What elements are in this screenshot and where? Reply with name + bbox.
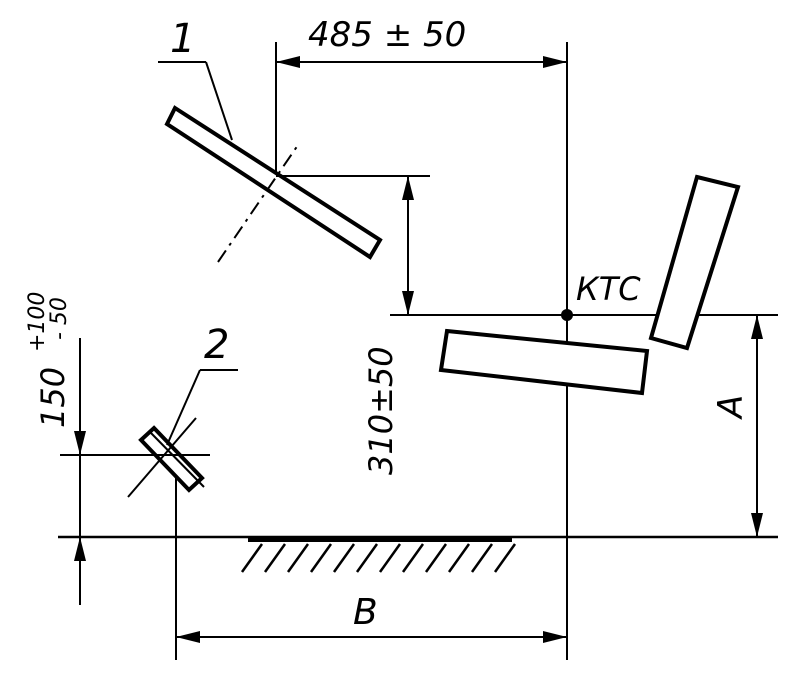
seat-cushion (438, 328, 650, 396)
dimension-a (751, 315, 763, 537)
seat-back (648, 174, 741, 351)
dimension-150-tolerance-minus: - 50 (47, 297, 72, 340)
floor-hatch (240, 538, 517, 573)
part-2 (60, 417, 210, 498)
ktc-label: КТС (576, 270, 641, 308)
part-1-label: 1 (170, 16, 195, 62)
part-1 (164, 105, 430, 263)
dimension-150-tolerance-plus: +100 (25, 292, 50, 352)
dimension-a-label: A (711, 395, 751, 420)
ktc-point (561, 309, 573, 321)
dimension-b (175, 455, 567, 660)
dimension-310 (402, 176, 414, 315)
dimension-b-label: B (353, 592, 378, 633)
part-2-label: 2 (204, 322, 229, 368)
dimension-150 (74, 338, 86, 605)
part-1-leader-diag (205, 61, 233, 141)
dimension-485-label: 485 ± 50 (308, 15, 466, 55)
dimension-310-label: 310±50 (362, 346, 400, 475)
dimension-485 (275, 42, 567, 190)
dimension-150-label: 150 (34, 367, 72, 428)
part-2-leader-diag (166, 369, 201, 446)
